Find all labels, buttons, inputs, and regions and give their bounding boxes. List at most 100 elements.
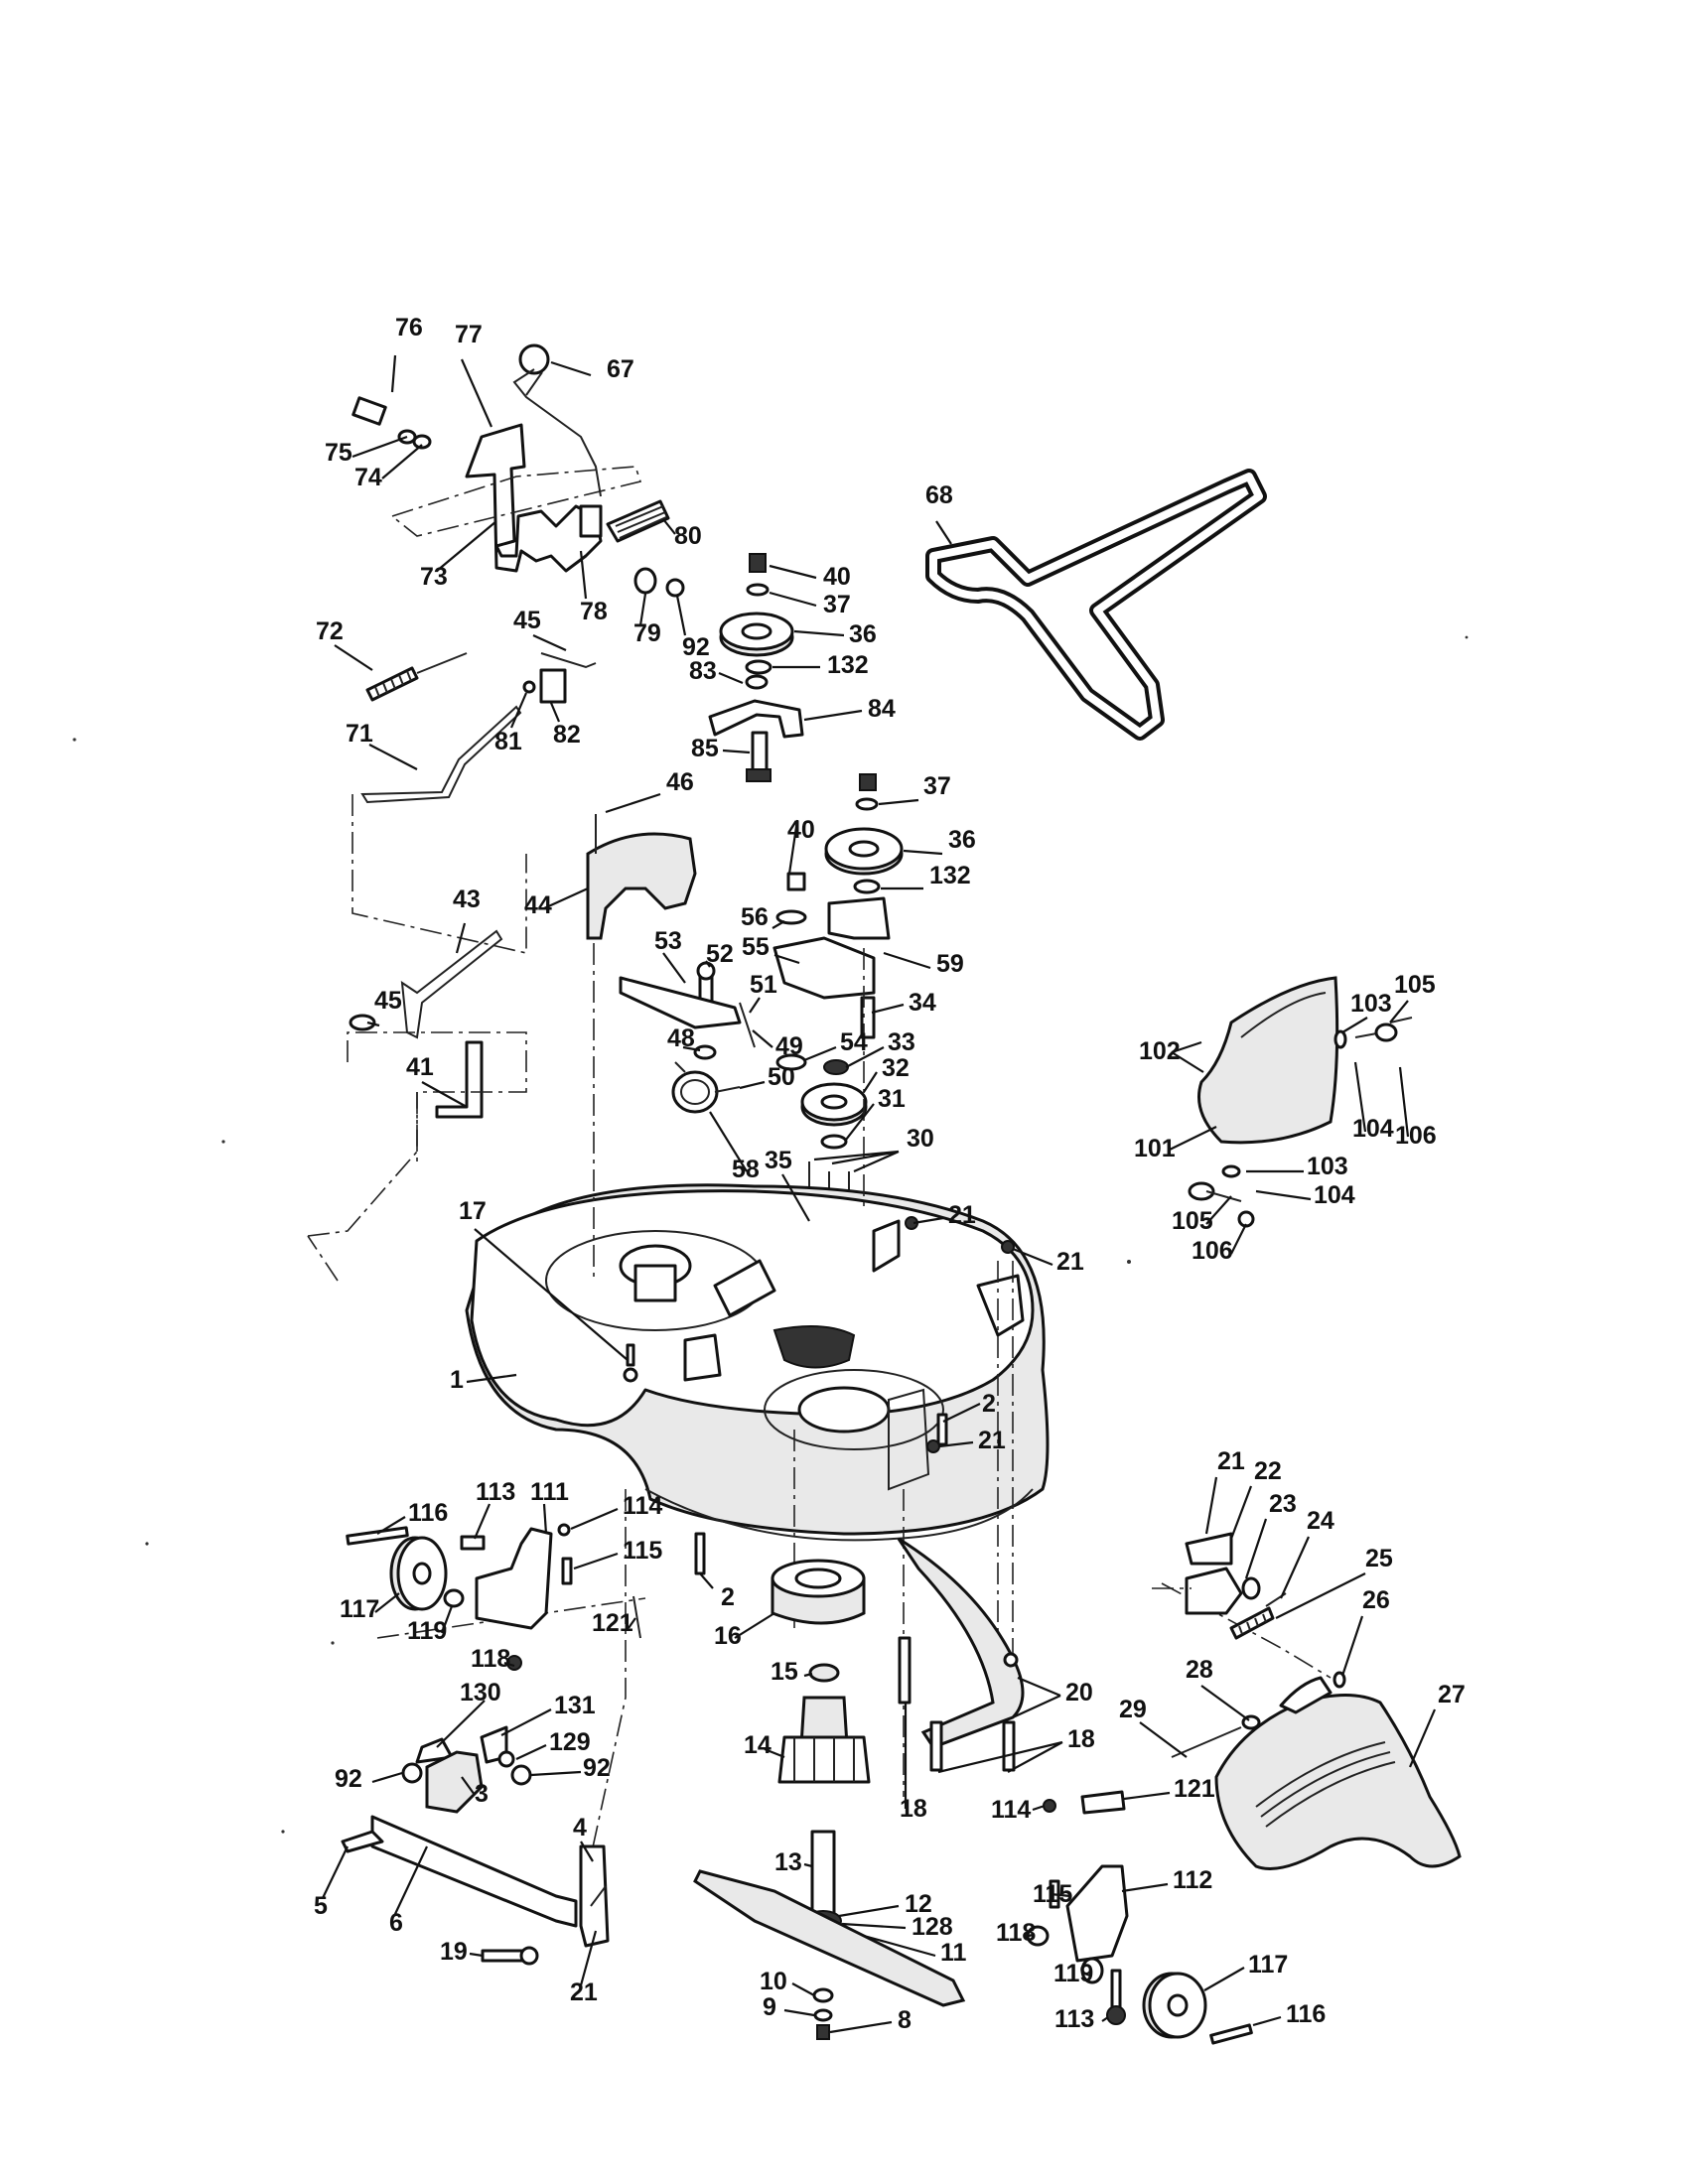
callout-c121a: 121 xyxy=(592,1609,633,1637)
callout-c103a: 103 xyxy=(1350,990,1392,1018)
callout-c76: 76 xyxy=(395,314,423,341)
callout-c113b: 113 xyxy=(1054,2005,1094,2033)
callout-c26: 26 xyxy=(1362,1586,1390,1614)
baffle-arm-20 xyxy=(897,1537,1025,1749)
callout-c44: 44 xyxy=(524,891,552,919)
callout-c10: 10 xyxy=(760,1968,787,1995)
callout-c132a: 132 xyxy=(827,651,869,679)
callout-c117b: 117 xyxy=(1248,1951,1288,1979)
callout-c21b: 21 xyxy=(1056,1248,1084,1276)
callout-c131: 131 xyxy=(554,1692,596,1719)
callout-c46: 46 xyxy=(666,768,694,796)
callout-c37a: 37 xyxy=(823,591,851,618)
callout-c82: 82 xyxy=(553,721,581,749)
callout-c128: 128 xyxy=(912,1913,953,1941)
callout-c105a: 105 xyxy=(1394,971,1436,999)
callout-c21e: 21 xyxy=(570,1979,598,2006)
callout-c50: 50 xyxy=(768,1063,795,1091)
idler-pulley-upper xyxy=(708,553,804,782)
callout-c102: 102 xyxy=(1139,1037,1181,1065)
front-lift-link-assembly xyxy=(341,1725,610,1966)
callout-c33: 33 xyxy=(888,1028,915,1056)
lift-handle-assembly xyxy=(351,343,685,598)
callout-c28: 28 xyxy=(1186,1656,1213,1684)
callout-c77: 77 xyxy=(455,321,483,348)
callout-c92a: 92 xyxy=(682,633,710,661)
mower-deck-1 xyxy=(465,1183,1050,1542)
callout-c2b: 2 xyxy=(721,1583,735,1611)
callout-c84: 84 xyxy=(868,695,896,723)
gauge-wheel-right xyxy=(1026,1790,1253,2045)
callout-c115a: 115 xyxy=(623,1537,662,1565)
callout-c81: 81 xyxy=(494,728,522,755)
callout-c51: 51 xyxy=(750,971,777,999)
callout-c111: 111 xyxy=(530,1478,569,1506)
callout-c13: 13 xyxy=(774,1848,802,1876)
callout-c29: 29 xyxy=(1119,1696,1147,1723)
callout-c119a: 119 xyxy=(407,1617,447,1645)
callout-c130: 130 xyxy=(460,1679,501,1706)
discharge-chute-27 xyxy=(1171,1676,1462,1870)
callout-c101: 101 xyxy=(1134,1135,1176,1162)
callout-c3: 3 xyxy=(475,1780,489,1808)
deck-bolts xyxy=(626,1216,1016,1772)
callout-c113a: 113 xyxy=(476,1478,515,1506)
callout-c92c: 92 xyxy=(583,1754,611,1782)
callout-c121b: 121 xyxy=(1174,1775,1215,1803)
callout-c104b: 104 xyxy=(1314,1181,1355,1209)
callout-c11: 11 xyxy=(940,1939,967,1967)
callout-c8: 8 xyxy=(898,2006,912,2034)
callout-c58: 58 xyxy=(732,1156,760,1183)
callout-c105b: 105 xyxy=(1172,1207,1213,1235)
callout-c54: 54 xyxy=(840,1028,868,1056)
callout-c19: 19 xyxy=(440,1938,468,1966)
callout-c41: 41 xyxy=(406,1053,434,1081)
callout-c45b: 45 xyxy=(374,987,402,1015)
callout-c112: 112 xyxy=(1173,1866,1212,1894)
callout-c119b: 119 xyxy=(1053,1960,1093,1987)
callout-c40b: 40 xyxy=(787,816,815,844)
drive-belt-68 xyxy=(925,469,1267,741)
idler-arm-assembly xyxy=(619,909,876,1071)
callout-c72: 72 xyxy=(316,617,344,645)
rear-hitch-bracket xyxy=(1152,1532,1346,1689)
callout-c116a: 116 xyxy=(408,1499,448,1527)
callout-c74: 74 xyxy=(354,464,382,491)
callout-c24: 24 xyxy=(1307,1507,1334,1535)
callout-c115b: 115 xyxy=(1033,1880,1072,1908)
callout-c117a: 117 xyxy=(340,1595,379,1623)
callout-c48: 48 xyxy=(667,1024,695,1052)
callout-c32: 32 xyxy=(882,1054,910,1082)
callout-c12: 12 xyxy=(905,1890,932,1918)
callout-c2a: 2 xyxy=(982,1390,996,1418)
callout-c114b: 114 xyxy=(991,1796,1031,1824)
callout-c106a: 106 xyxy=(1395,1122,1437,1150)
callout-c73: 73 xyxy=(420,563,448,591)
callout-c5: 5 xyxy=(314,1892,328,1920)
callout-c118a: 118 xyxy=(471,1645,510,1673)
callout-c18a: 18 xyxy=(1067,1725,1095,1753)
callout-c6: 6 xyxy=(389,1909,403,1937)
callout-c36b: 36 xyxy=(948,826,976,854)
callout-c129: 129 xyxy=(549,1728,591,1756)
callout-c56: 56 xyxy=(741,903,769,931)
callout-c31: 31 xyxy=(878,1085,906,1113)
callout-c132b: 132 xyxy=(929,862,971,889)
callout-c59: 59 xyxy=(936,950,964,978)
callout-c17: 17 xyxy=(459,1197,487,1225)
callout-c49: 49 xyxy=(775,1032,803,1060)
callout-c20: 20 xyxy=(1065,1679,1093,1706)
callout-c18b: 18 xyxy=(900,1795,927,1823)
callout-c25: 25 xyxy=(1365,1545,1393,1572)
scan-specks xyxy=(72,635,1469,1834)
callout-c71: 71 xyxy=(346,720,373,748)
callout-c40a: 40 xyxy=(823,563,851,591)
callout-c34: 34 xyxy=(909,989,936,1017)
callout-c68: 68 xyxy=(925,481,953,509)
discharge-chute-deflector xyxy=(1188,976,1413,1228)
callout-c22: 22 xyxy=(1254,1457,1282,1485)
spindle-assembly xyxy=(693,1559,966,2040)
callout-c55: 55 xyxy=(742,933,770,961)
callout-c35: 35 xyxy=(765,1147,792,1174)
